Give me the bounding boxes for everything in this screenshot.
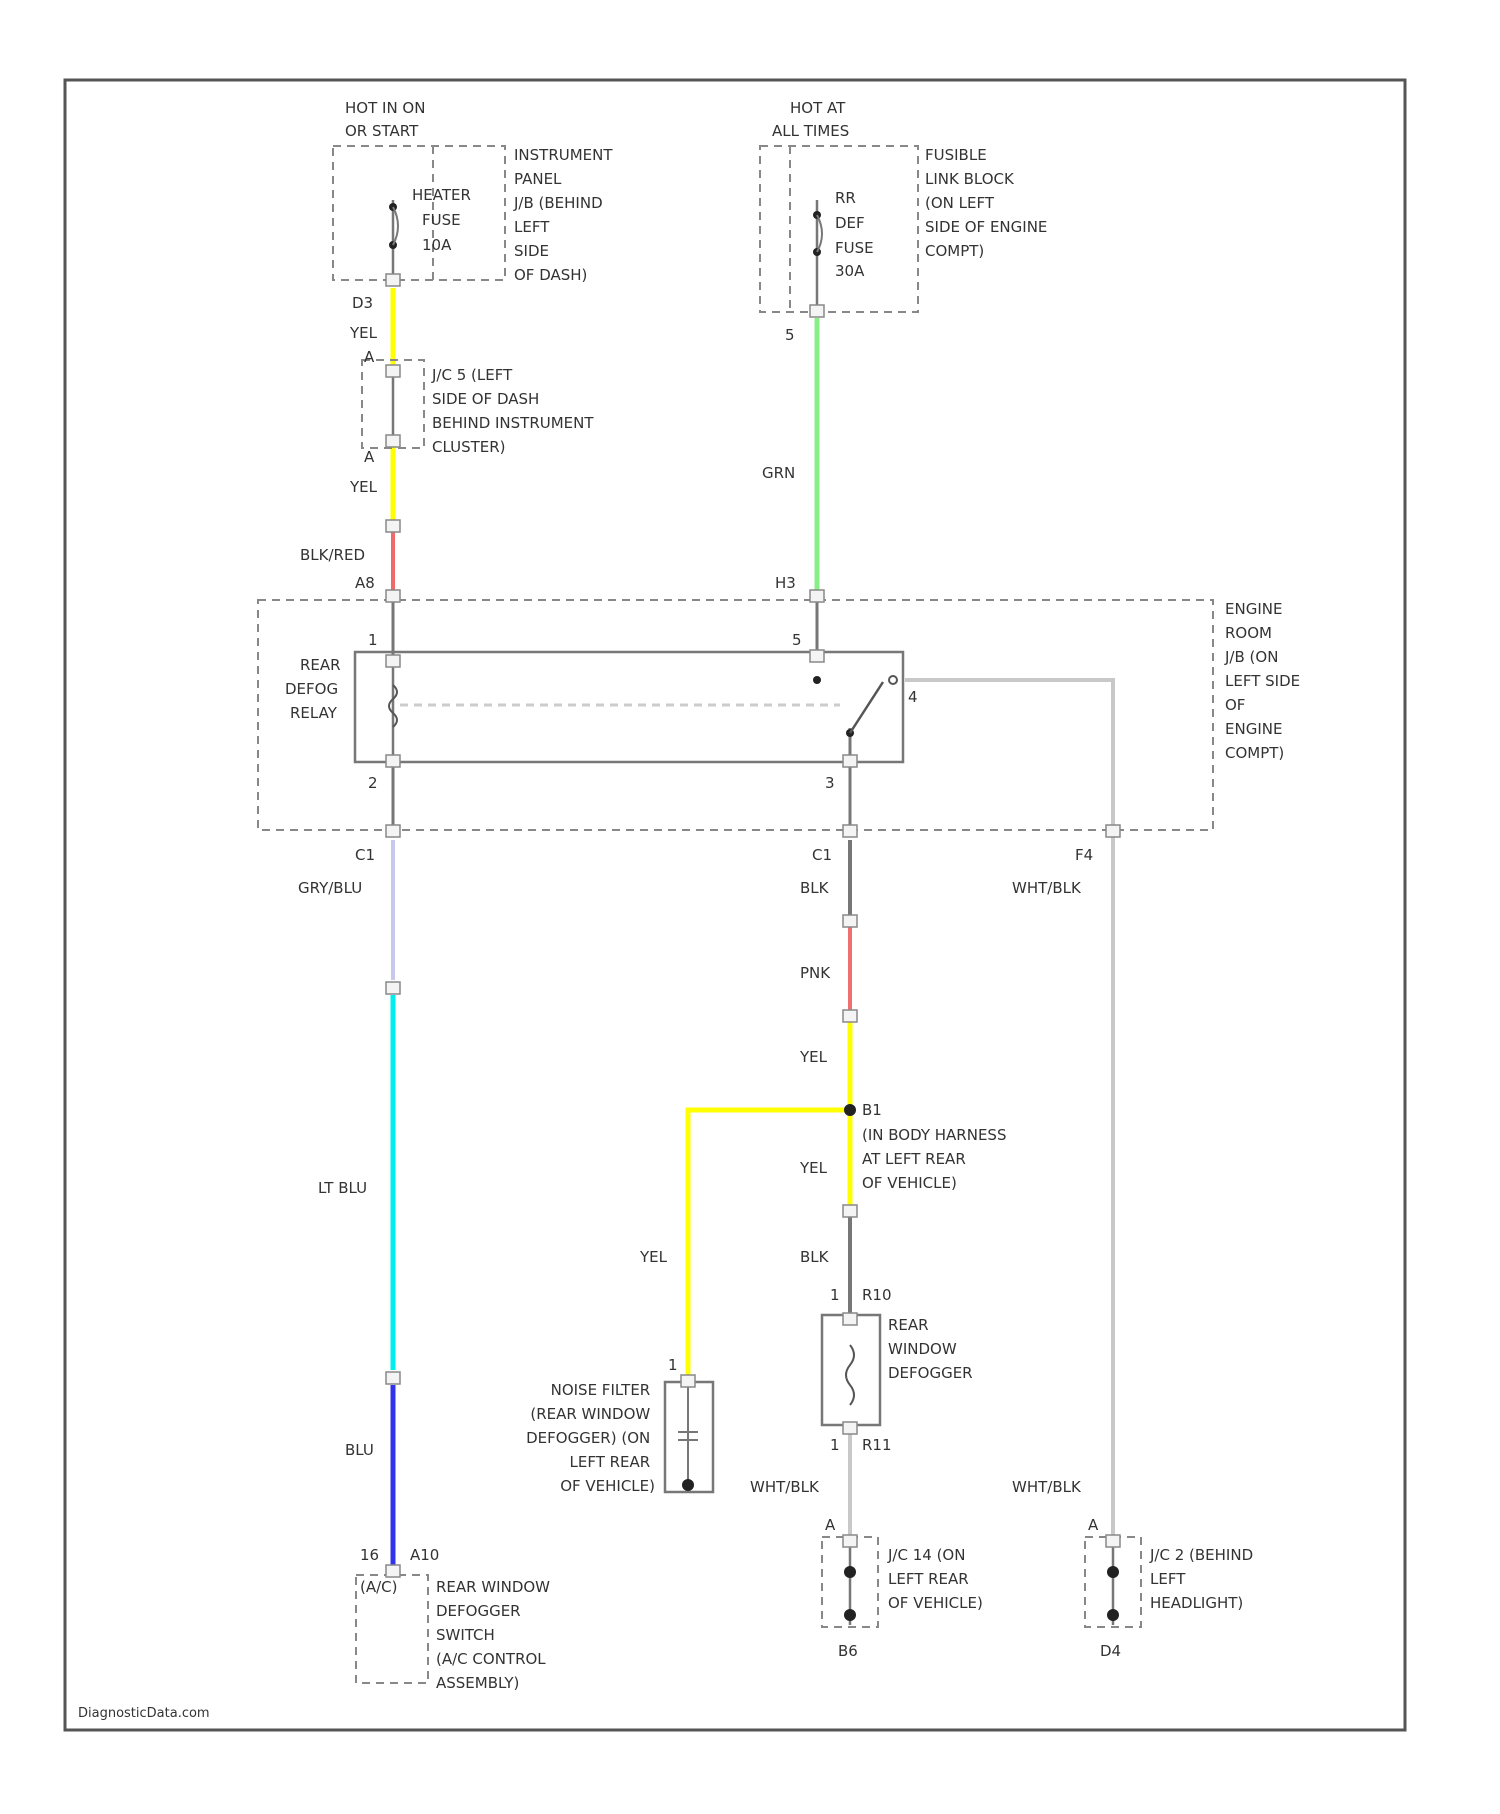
- wire-label-pnk: PNK: [800, 964, 831, 982]
- jb-conn-right-in: H3: [775, 574, 796, 592]
- noise-filter-pin: 1: [668, 1356, 678, 1374]
- jc2-label: J/C 2 (BEHIND LEFT HEADLIGHT): [1149, 1546, 1258, 1612]
- jc2-ground: [1107, 1540, 1119, 1625]
- wire-yel-branch: [688, 1110, 850, 1375]
- jc14-ground-id: B6: [838, 1642, 858, 1660]
- switch-label: REAR WINDOW DEFOGGER SWITCH (A/C CONTROL…: [436, 1578, 555, 1692]
- wire-label-yel4: YEL: [799, 1159, 828, 1177]
- diagram-frame: [65, 80, 1405, 1730]
- watermark: DiagnosticData.com: [78, 1706, 210, 1721]
- relay-pin-4: 4: [908, 688, 918, 706]
- defog-fuse-pin: 5: [785, 326, 795, 344]
- jc5-pin-top: A: [364, 348, 375, 366]
- defogger-element: [846, 1345, 854, 1405]
- jc2-pin: A: [1088, 1516, 1099, 1534]
- power-source-ign: HOT IN ON OR START: [345, 99, 430, 140]
- relay-box: [355, 652, 903, 762]
- wire-label-grn: GRN: [762, 464, 795, 482]
- wire-label-yel2: YEL: [349, 478, 378, 496]
- wire-label-yel5: YEL: [639, 1248, 668, 1266]
- defogger-conn-bottom: R11: [862, 1436, 892, 1454]
- defogger-label: REAR WINDOW DEFOGGER: [888, 1316, 973, 1382]
- jc2-ground-id: D4: [1100, 1642, 1121, 1660]
- switch-pin: 16: [360, 1546, 379, 1564]
- splice-b1-label: (IN BODY HARNESS AT LEFT REAR OF VEHICLE…: [862, 1126, 1011, 1192]
- wire-label-grybl: GRY/BLU: [298, 879, 362, 897]
- power-source-batt: HOT AT ALL TIMES: [772, 99, 850, 140]
- wire-label-blk1: BLK: [800, 879, 830, 897]
- jb-conn-left-out: C1: [355, 846, 375, 864]
- wire-label-yel3: YEL: [799, 1048, 828, 1066]
- jc5-pin-bottom: A: [364, 448, 375, 466]
- heater-fuse-box: [333, 146, 505, 280]
- jb-conn-left-in: A8: [355, 574, 375, 592]
- defog-fuse-symbol: [813, 200, 822, 312]
- jc14-ground: [844, 1540, 856, 1625]
- wire-label-blk2: BLK: [800, 1248, 830, 1266]
- jb-conn-right-out: F4: [1075, 846, 1093, 864]
- relay-pin-2: 2: [368, 774, 378, 792]
- noise-filter-label: NOISE FILTER (REAR WINDOW DEFOGGER) (ON …: [526, 1381, 655, 1495]
- splice-b1-id: B1: [862, 1101, 882, 1119]
- wire-label-whtblk3: WHT/BLK: [1012, 1478, 1082, 1496]
- relay-pin-3: 3: [825, 774, 835, 792]
- engine-room-jb-box: [258, 600, 1213, 830]
- switch-conn: A10: [410, 1546, 439, 1564]
- jb-conn-mid-out: C1: [812, 846, 832, 864]
- connector-markers: [386, 274, 1120, 1577]
- defogger-box: [822, 1315, 880, 1425]
- wire-label-yel1: YEL: [349, 324, 378, 342]
- defogger-pin-bottom: 1: [830, 1436, 840, 1454]
- jc14-pin: A: [825, 1516, 836, 1534]
- noise-filter-capacitor: [678, 1382, 698, 1491]
- wires: [393, 288, 1113, 1565]
- heater-fuse-pin: D3: [352, 294, 373, 312]
- fusible-link-block-label: FUSIBLE LINK BLOCK (ON LEFT SIDE OF ENGI…: [925, 146, 1052, 260]
- defog-fuse-label: RR DEF FUSE 30A: [835, 189, 878, 280]
- defogger-conn-top: R10: [862, 1286, 892, 1304]
- wire-label-whtblk2: WHT/BLK: [750, 1478, 820, 1496]
- jc5-label: J/C 5 (LEFT SIDE OF DASH BEHIND INSTRUME…: [431, 366, 598, 456]
- relay-coil: [389, 652, 397, 762]
- wire-label-whtblk1: WHT/BLK: [1012, 879, 1082, 897]
- instrument-panel-jb-label: INSTRUMENT PANEL J/B (BEHIND LEFT SIDE O…: [513, 146, 617, 284]
- switch-ac-tag: (A/C): [360, 1578, 398, 1596]
- wire-label-blu: BLU: [345, 1441, 374, 1459]
- relay-pin-5: 5: [792, 631, 802, 649]
- heater-fuse-label: HEATER FUSE 10A: [412, 186, 476, 254]
- jc14-label: J/C 14 (ON LEFT REAR OF VEHICLE): [887, 1546, 983, 1612]
- relay-label: REAR DEFOG RELAY: [285, 656, 345, 722]
- wire-label-ltblu: LT BLU: [318, 1179, 367, 1197]
- wire-whtblk-right: [905, 680, 1113, 1540]
- splice-b1-dot: [844, 1104, 856, 1116]
- relay-pin-1: 1: [368, 631, 378, 649]
- wire-label-blkred: BLK/RED: [300, 546, 365, 564]
- heater-fuse-symbol: [389, 200, 398, 280]
- defogger-pin-top: 1: [830, 1286, 840, 1304]
- engine-room-jb-label: ENGINE ROOM J/B (ON LEFT SIDE OF ENGINE …: [1224, 600, 1305, 762]
